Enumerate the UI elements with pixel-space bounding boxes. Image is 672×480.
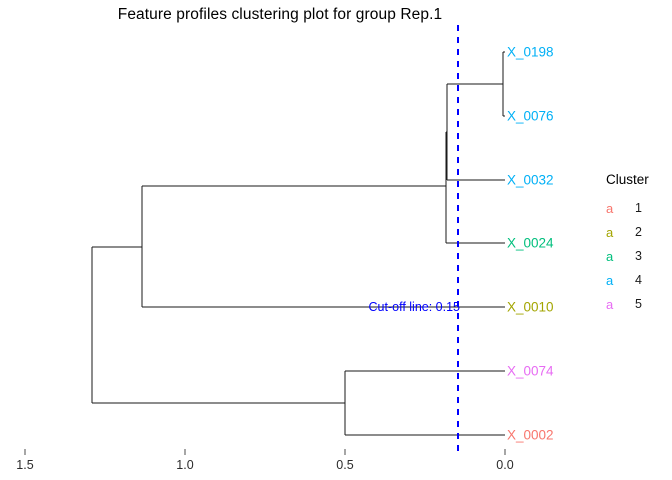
leaf-label: X_0076	[507, 108, 554, 124]
x-axis	[24, 449, 506, 455]
axis-tick-label: 1.5	[16, 458, 34, 472]
legend-title: Cluster	[606, 172, 649, 187]
legend-item-label: 3	[635, 249, 642, 263]
legend-item-label: 1	[635, 201, 642, 215]
axis-tick-label: 0.0	[496, 458, 514, 472]
legend-key-glyph: a	[606, 200, 614, 216]
axis-tick-label: 0.5	[336, 458, 354, 472]
leaf-label: X_0024	[507, 235, 554, 251]
axis-tick-label: 1.0	[176, 458, 194, 472]
leaf-label: X_0032	[507, 172, 554, 188]
leaf-label: X_0074	[507, 363, 554, 379]
cutoff-label: Cut-off line: 0.15	[368, 300, 461, 314]
leaf-label: X_0002	[507, 427, 554, 443]
legend-item-label: 2	[635, 225, 642, 239]
legend-key-glyph: a	[606, 296, 614, 312]
leaf-label: X_0010	[507, 299, 554, 315]
legend-key-glyph: a	[606, 224, 614, 240]
dendrogram-branches	[91, 51, 505, 436]
legend-key-glyph: a	[606, 272, 614, 288]
leaf-label: X_0198	[507, 44, 554, 60]
legend-key-glyph: a	[606, 248, 614, 264]
legend-item-label: 5	[635, 297, 642, 311]
legend-item-label: 4	[635, 273, 642, 287]
page-title: Feature profiles clustering plot for gro…	[117, 6, 443, 23]
